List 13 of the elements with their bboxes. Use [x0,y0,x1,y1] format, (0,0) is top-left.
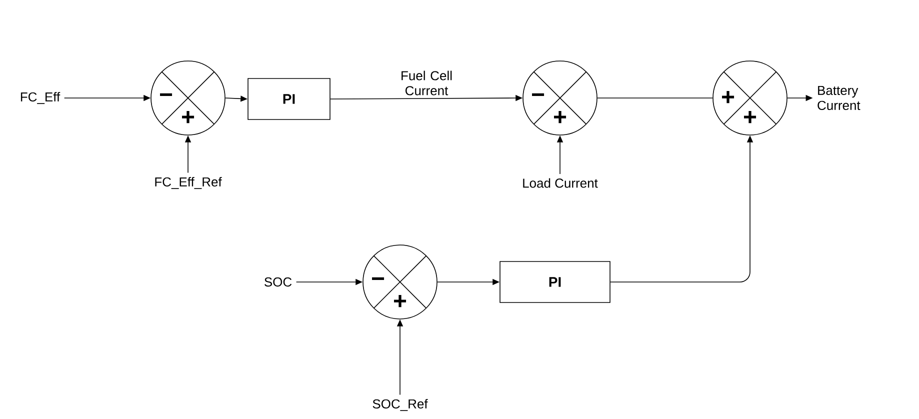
summing-junction: + + [712,60,788,136]
summing-junction: − + [150,60,226,136]
signal-label: FC_Eff_Ref [155,177,222,189]
edge-label: Fuel Cell Current [390,70,462,96]
summing-junction: − + [362,244,438,320]
pi-controller-box: PI [500,261,610,303]
pi-controller-box: PI [248,78,330,120]
signal-label: SOC [264,277,292,287]
signal-label: FC_Eff [20,92,60,104]
summing-junction: − + [522,60,598,136]
signal-label: SOC_Ref [372,398,428,411]
signal-label: Load Current [523,178,598,188]
signal-label: Battery Current [818,86,860,110]
